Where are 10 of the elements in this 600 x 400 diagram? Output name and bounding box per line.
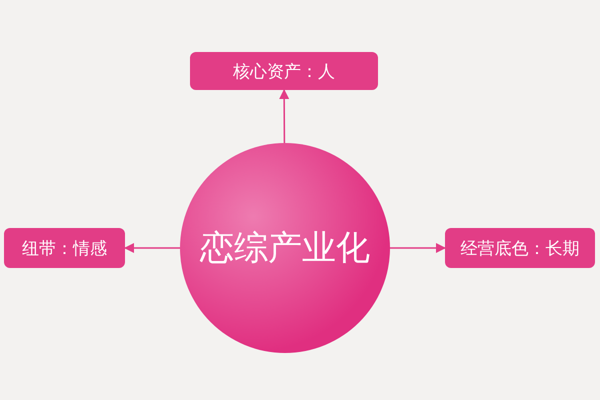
label-box [190,52,378,90]
arrow [390,243,446,253]
node-text: 经营底色：长期 [460,238,580,260]
node-text: 纽带：情感 [22,238,107,260]
node-text: 恋综产业化 [200,227,370,270]
node-text: 核心资产：人 [233,60,335,82]
arrow [124,243,180,253]
label-box [445,228,595,268]
label-box [4,228,125,268]
arrow [279,89,290,143]
